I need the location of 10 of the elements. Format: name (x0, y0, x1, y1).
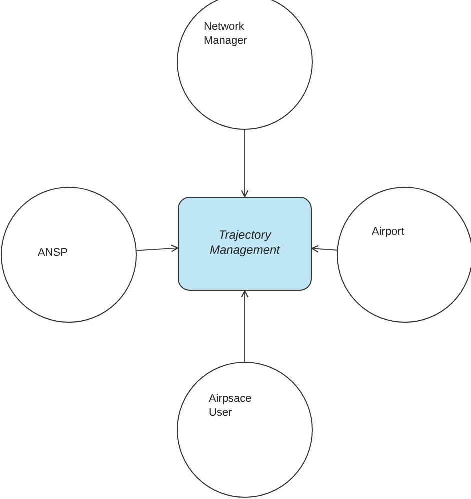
actor-label: Airpsace User (209, 393, 253, 420)
process-box (178, 197, 312, 291)
arrow (311, 245, 338, 253)
arrow (241, 290, 249, 362)
arrow (136, 244, 179, 252)
actor-label: Airport (372, 226, 406, 240)
actor-label: Network Manager (204, 21, 248, 48)
actor-label: ANSP (38, 247, 69, 261)
arrow (241, 130, 249, 198)
box-label: Trajectory Management (208, 228, 282, 258)
